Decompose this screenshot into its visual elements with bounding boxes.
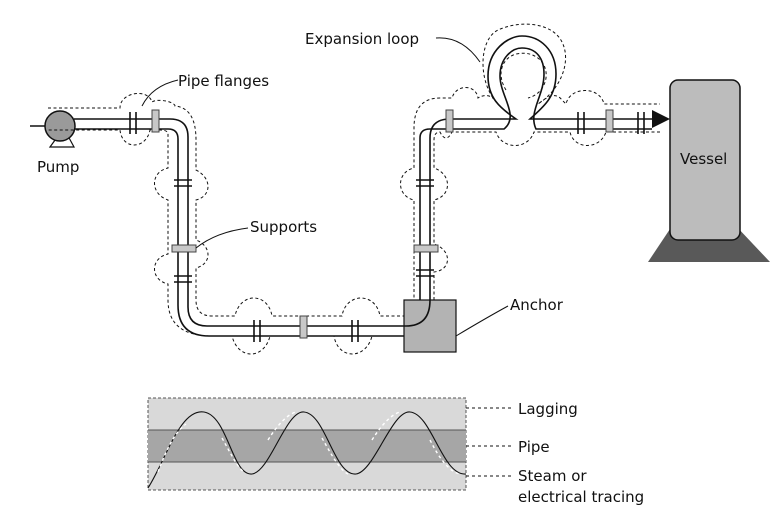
tracing-envelope-right (400, 23, 660, 305)
pipe-flanges-label: Pipe flanges (178, 72, 269, 90)
pipe-supports (151, 109, 614, 339)
expansion-loop-label: Expansion loop (305, 30, 419, 48)
pump-icon (30, 110, 76, 148)
tracing-label-line2: electrical tracing (518, 488, 644, 506)
anchor-pipe-overlay (404, 299, 431, 327)
vessel-icon (648, 79, 770, 262)
tracing-label-line1: Steam or (518, 467, 587, 485)
pipe-flanges-leader (141, 79, 179, 107)
pipe-label: Pipe (518, 438, 550, 456)
cross-section-legend (147, 397, 467, 491)
supports-label: Supports (250, 218, 317, 236)
anchor-leader (455, 305, 509, 337)
tracing-envelope-loop-inner (500, 52, 547, 99)
pipe-band (148, 430, 466, 462)
pipe-line (74, 35, 660, 327)
vessel-label: Vessel (680, 150, 727, 168)
tracing-wave (147, 411, 467, 489)
pump-label: Pump (37, 158, 79, 176)
flow-arrow-icon (652, 110, 670, 128)
supports-leader (195, 227, 249, 249)
pipe-flanges (129, 112, 645, 342)
lagging-label: Lagging (518, 400, 578, 418)
expansion-loop-leader (435, 37, 481, 63)
tracing-envelope-left (48, 93, 404, 355)
anchor-label: Anchor (510, 296, 564, 314)
pipe-line-inner (74, 47, 652, 337)
